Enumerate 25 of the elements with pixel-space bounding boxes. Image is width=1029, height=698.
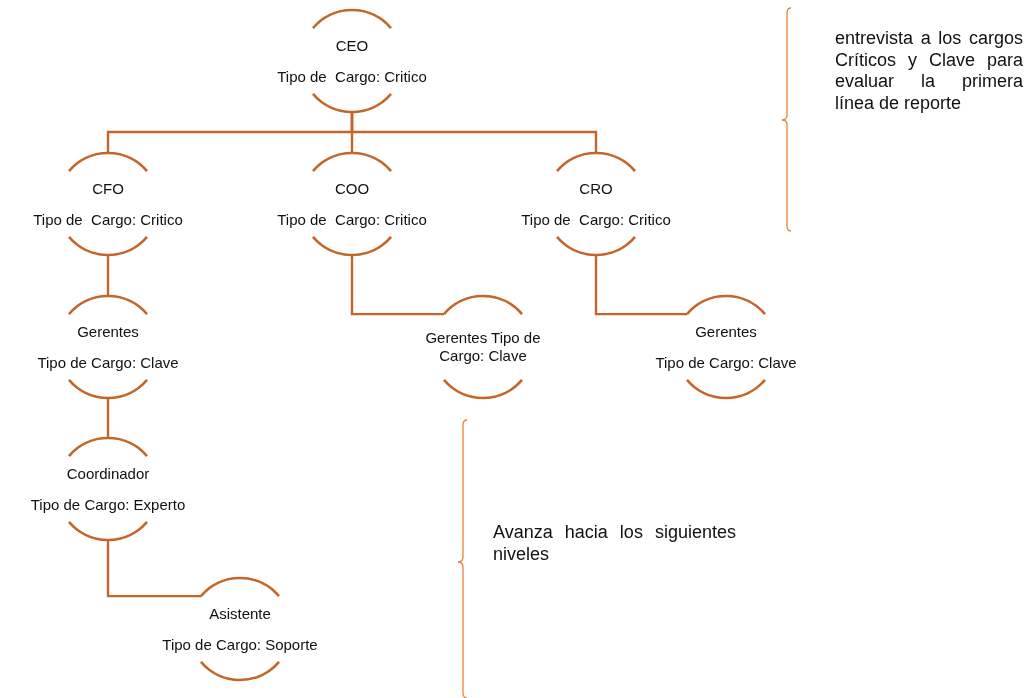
role-title: Gerentes	[77, 322, 139, 341]
connector-line	[106, 398, 110, 438]
note-text: entrevista a los cargos Críticos y Clave para evaluar la primera línea de reporte	[835, 28, 1023, 115]
role-text: Tipo de Cargo: Soporte	[162, 635, 318, 654]
role-title: Asistente	[209, 604, 271, 623]
role-title: COO	[334, 179, 370, 198]
connector-line	[106, 255, 110, 296]
role-text: Tipo de Cargo: Clave	[655, 353, 797, 372]
role-text: Tipo de Cargo: Critico	[277, 210, 427, 229]
role-title: CRO	[579, 179, 613, 198]
role-text: Tipo de Cargo: Critico	[277, 67, 427, 86]
note-text: Avanza hacia los siguientes niveles	[493, 522, 736, 566]
connector-line	[594, 255, 687, 316]
connector-line	[106, 540, 201, 598]
connector-line	[350, 255, 444, 316]
role-title: CEO	[335, 36, 369, 55]
role-title: CFO	[92, 179, 124, 198]
connector-line	[350, 112, 598, 153]
role-text: Tipo de Cargo: Clave	[37, 353, 179, 372]
role-title: Gerentes	[695, 322, 757, 341]
role-text: Tipo de Cargo: Experto	[30, 495, 186, 514]
role-text: Tipo de Cargo: Critico	[521, 210, 671, 229]
role-text: Tipo de Cargo: Critico	[33, 210, 183, 229]
role-text: Gerentes Tipo de Cargo: Clave	[424, 329, 542, 365]
role-title: Coordinador	[66, 464, 150, 483]
